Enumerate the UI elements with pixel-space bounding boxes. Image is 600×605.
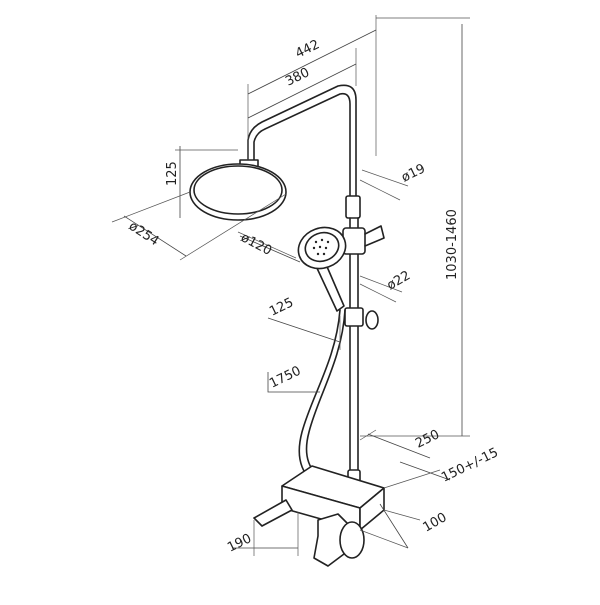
dim-hand-offset: 125: [267, 295, 296, 319]
rain-head-disc: [189, 163, 287, 221]
slider-holder: [342, 227, 366, 255]
dim-total-width: 442: [293, 37, 322, 61]
lower-clamp-screw: [365, 310, 379, 330]
slider-knob: [364, 225, 385, 247]
riser-joint: [345, 195, 361, 219]
dim-arm-length: 380: [283, 65, 312, 89]
mixer-lever: [313, 513, 349, 567]
lower-clamp: [344, 307, 364, 327]
rain-shower-head: [189, 159, 287, 221]
hand-shower-spray-face: [304, 231, 340, 263]
dim-rain-diameter: ø254: [126, 219, 162, 249]
dimension-lines: [111, 15, 470, 556]
rain-head-rim: [193, 165, 283, 215]
thermostat-mixer: [253, 465, 385, 567]
dim-head-height: 125: [165, 161, 180, 186]
dim-shelf-height: 100: [421, 510, 450, 535]
dim-pipe-diameter: ø19: [399, 161, 428, 185]
dim-height-range: 1030-1460: [445, 209, 460, 280]
hose-inner: [305, 309, 346, 479]
dim-shelf-depth: 250: [413, 427, 442, 451]
shower-column: [247, 84, 385, 503]
dim-hose-length: 1750: [267, 364, 303, 392]
hand-shower: [297, 226, 347, 312]
dim-center-distance: 150+/-15: [439, 445, 501, 485]
dim-spout-length: 190: [225, 531, 254, 555]
hose-outer: [298, 309, 341, 485]
dim-hand-diameter: ø120: [238, 230, 274, 259]
shower-arm-inner: [253, 92, 351, 197]
bath-spout: [253, 499, 293, 527]
dim-rail-diameter: ø22: [385, 268, 414, 293]
shower-arm: [247, 84, 357, 197]
mixer-knob: [339, 521, 365, 559]
